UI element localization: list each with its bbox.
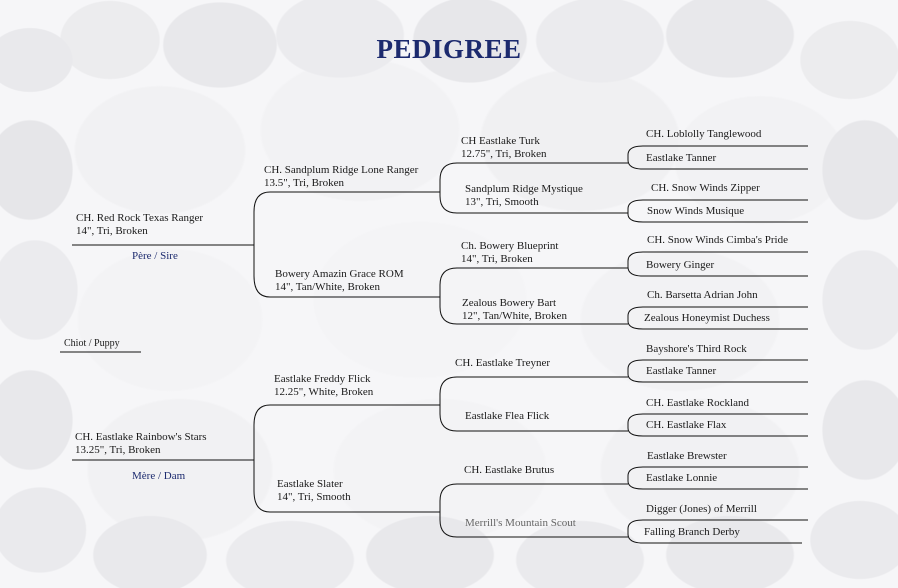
pedigree-entry-sddd: Zealous Honeymist Duchess [644,312,770,324]
pedigree-entry-dsds: CH. Eastlake Rockland [646,397,749,409]
pedigree-entry-dam-sire: Eastlake Freddy Flick 12.25", White, Bro… [274,373,374,398]
dam-role-label: Mère / Dam [132,470,186,482]
pedigree-entry-ssds: CH. Snow Winds Zipper [651,182,760,194]
puppy-label: Chiot / Puppy [64,338,120,349]
sire-role-label: Père / Sire [132,250,178,262]
pedigree-entry-dss: CH. Eastlake Treyner [455,357,551,369]
sire-name: CH. Red Rock Texas Ranger [76,212,204,224]
pedigree-entry-sdd: Zealous Bowery Bart 12", Tan/White, Brok… [462,297,567,322]
pedigree-entry-dam-dam: Eastlake Slater 14", Tri, Smooth [277,478,351,503]
pedigree-entry-dds: CH. Eastlake Brutus [464,464,555,476]
pedigree-entry-dsdd: CH. Eastlake Flax [646,419,727,431]
pedigree-entry-ssss: CH. Loblolly Tanglewood [646,128,762,140]
sire-detail: 14", Tri, Broken [76,225,148,237]
pedigree-entry-dsd: Eastlake Flea Flick [465,410,550,422]
pedigree-entry-ddsd: Eastlake Lonnie [646,472,718,484]
pedigree-entry-sire-dam: Bowery Amazin Grace ROM 14", Tan/White, … [275,268,404,293]
dam-detail: 13.25", Tri, Broken [75,444,161,456]
pedigree-entry-ddss: Eastlake Brewster [647,450,727,462]
pedigree-entry-dddd: Falling Branch Derby [644,526,740,538]
dam-name: CH. Eastlake Rainbow's Stars [75,431,207,443]
pedigree-entry-sdds: Ch. Barsetta Adrian John [647,289,758,301]
pedigree-entry-dssd: Eastlake Tanner [646,365,717,377]
sire-entry: CH. Red Rock Texas Ranger 14", Tri, Brok… [76,212,203,238]
pedigree-entry-dsss: Bayshore's Third Rock [646,343,747,355]
pedigree-entry-sssd: Eastlake Tanner [646,152,717,164]
pedigree-entry-ddd: Merrill's Mountain Scout [465,517,576,529]
dam-entry: CH. Eastlake Rainbow's Stars 13.25", Tri… [75,431,207,457]
pedigree-entry-sss: CH Eastlake Turk 12.75", Tri, Broken [461,135,547,160]
pedigree-entry-ssdd: Snow Winds Musique [647,205,745,217]
pedigree-entry-sdss: CH. Snow Winds Cimba's Pride [647,234,788,246]
pedigree-entry-sds: Ch. Bowery Blueprint 14", Tri, Broken [461,240,559,265]
pedigree-entry-sdsd: Bowery Ginger [646,259,715,271]
pedigree-entry-ddds: Digger (Jones) of Merrill [646,503,757,515]
pedigree-entry-ssd: Sandplum Ridge Mystique 13", Tri, Smooth [465,183,583,208]
pedigree-entry-sire-sire: CH. Sandplum Ridge Lone Ranger 13.5", Tr… [264,164,419,189]
page-title: PEDIGREE [376,34,522,64]
